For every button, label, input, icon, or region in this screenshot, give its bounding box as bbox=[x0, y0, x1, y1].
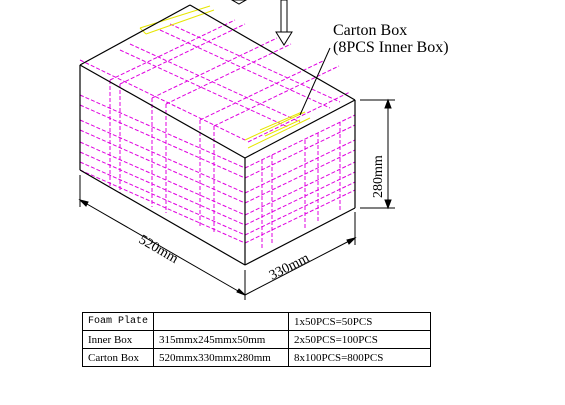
label-leader-line bbox=[299, 47, 331, 116]
row-size bbox=[153, 312, 290, 331]
row-name: Foam Plate bbox=[81, 312, 155, 331]
row-name: Inner Box bbox=[81, 330, 155, 349]
row-name: Carton Box bbox=[81, 348, 155, 367]
row-size: 520mmx330mmx280mm bbox=[153, 348, 290, 367]
height-label: 280mm bbox=[371, 155, 386, 198]
table-row: Inner Box 315mmx245mmx50mm 2x50PCS=100PC… bbox=[81, 330, 432, 349]
row-qty: 8x100PCS=800PCS bbox=[288, 348, 432, 367]
carton-box-outline bbox=[79, 4, 356, 266]
carton-box-title: Carton Box bbox=[333, 22, 408, 39]
length-label: 520mm bbox=[136, 232, 181, 266]
dimension-lines bbox=[78, 98, 395, 300]
width-label: 330mm bbox=[267, 251, 312, 284]
packing-table: Foam Plate 1x50PCS=50PCS Inner Box 315mm… bbox=[81, 312, 432, 367]
down-arrow-icon bbox=[230, 0, 293, 46]
carton-box-subtitle: (8PCS Inner Box) bbox=[333, 39, 449, 56]
inner-box-lines bbox=[79, 19, 356, 250]
row-qty: 1x50PCS=50PCS bbox=[288, 312, 432, 331]
table-row: Foam Plate 1x50PCS=50PCS bbox=[81, 312, 432, 331]
table-row: Carton Box 520mmx330mmx280mm 8x100PCS=80… bbox=[81, 348, 432, 367]
row-size: 315mmx245mmx50mm bbox=[153, 330, 290, 349]
row-qty: 2x50PCS=100PCS bbox=[288, 330, 432, 349]
